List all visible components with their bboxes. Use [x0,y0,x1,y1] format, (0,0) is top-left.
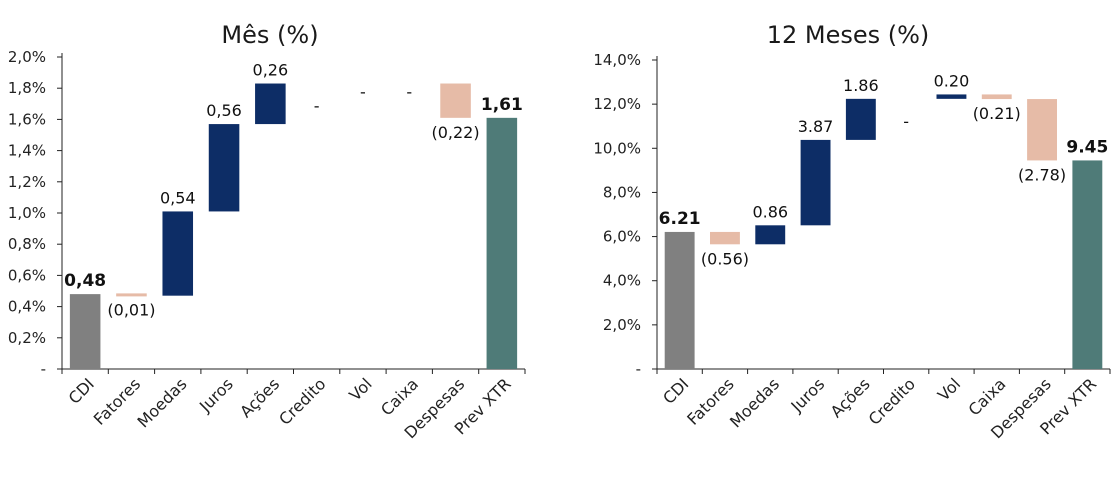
data-label: 0,54 [160,188,196,207]
data-label: - [903,112,909,131]
data-label: (0,22) [431,123,479,142]
y-tick-label: 0,4% [8,298,46,316]
data-label: 0,56 [206,101,242,120]
bar-cdi [69,294,101,369]
y-tick-label: 1,0% [8,204,46,222]
chart-1: Mês (%) - 0,2% 0,4% 0,6% 0,8% 1,0% 1,2% 1,4% 1,6%… [8,21,526,442]
bar-despesas [440,83,471,118]
y-tick-label: 2,0% [603,316,641,334]
data-label: (2.78) [1018,165,1066,184]
y-tick-label: 6,0% [603,228,641,246]
x-category-label: Moedas [133,374,190,431]
y-tick-label: 1,6% [8,110,46,128]
x-category-label: Credito [865,374,919,428]
y-tick-label: 10,0% [593,139,641,157]
bar-a-es [845,98,876,140]
data-label: 1,61 [481,95,523,115]
bar-moedas [755,225,786,245]
y-tick-label: 0,2% [8,329,46,347]
y-tick-label: 0,8% [8,235,46,253]
data-label: - [360,83,366,102]
x-category-label: CDI [659,374,692,407]
data-label: 9.45 [1066,137,1108,157]
y-tick-label: - [41,360,46,378]
x-category-label: Juros [195,374,237,416]
bar-despesas [1027,99,1057,161]
data-label: 1.86 [843,76,879,95]
chart-title: 12 Meses (%) [767,21,930,49]
data-label: (0,01) [107,301,155,320]
data-label: 0.20 [934,71,970,90]
bar-juros [800,139,831,226]
bar-caixa [981,94,1012,100]
data-label: 0,26 [253,61,289,80]
y-tick-label: 4,0% [603,272,641,290]
bar-fatores [116,293,147,297]
x-category-label: Juros [787,374,829,416]
data-label: - [406,83,412,102]
data-label: (0.56) [701,249,749,268]
y-tick-label: 8,0% [603,183,641,201]
x-category-label: Credito [275,374,329,428]
y-tick-label: 12,0% [593,95,641,113]
y-tick-label: - [636,360,641,378]
y-tick-label: 1,4% [8,142,46,160]
chart-title: Mês (%) [221,21,318,49]
bar-prev-xtr [1072,160,1103,369]
bar-prev-xtr [486,117,518,369]
chart-2: 12 Meses (%) - 2,0% 4,0% 6,0% 8,0% 10,0% 12,0% 1… [593,21,1111,442]
x-category-label: Vol [345,374,375,404]
bar-moedas [162,211,194,296]
data-label: 0.86 [752,202,788,221]
data-label: 6.21 [659,209,701,229]
y-tick-label: 2,0% [8,48,46,66]
y-tick-label: 0,6% [8,266,46,284]
data-label: - [314,97,320,116]
y-tick-label: 1,2% [8,173,46,191]
bar-vol [936,94,967,99]
y-tick-label: 1,8% [8,79,46,97]
x-category-label: Moedas [726,374,783,431]
bar-fatores [710,231,740,245]
y-tick-label: 14,0% [593,51,641,69]
data-label: 3.87 [798,117,834,136]
bar-cdi [664,231,695,369]
data-label: 0,48 [64,271,106,291]
x-category-label: CDI [65,374,98,407]
bar-juros [208,124,240,212]
data-label: (0.21) [973,104,1021,123]
bar-a-es [255,83,286,125]
x-category-label: Vol [934,374,964,404]
